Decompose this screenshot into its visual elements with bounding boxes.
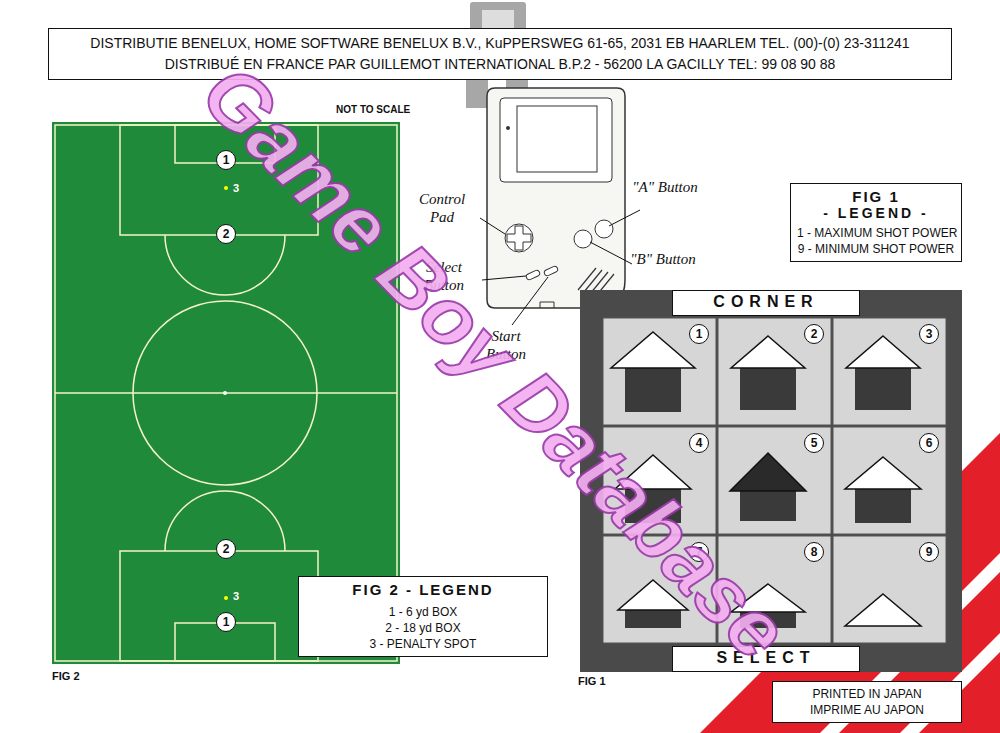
house-body xyxy=(855,489,911,523)
printed-box: PRINTED IN JAPANIMPRIME AU JAPON xyxy=(772,681,962,723)
node-text: 2 xyxy=(811,327,818,341)
node-text: - LEGEND - xyxy=(797,205,955,221)
callout-number: 2 xyxy=(216,224,236,244)
node-text: 2 - 18 yd BOX xyxy=(305,620,541,636)
figure-note: NOT TO SCALE xyxy=(336,104,410,115)
house-roof xyxy=(845,594,921,626)
control-pad-ring xyxy=(505,224,533,252)
distributor-box: DISTRIBUTIE BENELUX, HOME SOFTWARE BENEL… xyxy=(48,28,952,80)
node-text: 1 - MAXIMUM SHOT POWER xyxy=(797,225,955,241)
house-body xyxy=(740,491,796,521)
callout-number: 1 xyxy=(689,324,709,344)
callout-number: 9 xyxy=(919,542,939,562)
centre-spot xyxy=(223,391,227,395)
screen-bezel xyxy=(500,98,612,182)
game-boy-body xyxy=(487,88,625,308)
b-button xyxy=(574,230,592,248)
house-roof xyxy=(731,336,805,368)
node-text: PRINTED IN JAPAN xyxy=(779,686,955,702)
node-text: 1 xyxy=(696,327,703,341)
mascot-face xyxy=(482,10,514,28)
callout-number: 2 xyxy=(804,324,824,344)
node-text: IMPRIME AU JAPON xyxy=(779,702,955,718)
node-text: DISTRIBUÉ EN FRANCE PAR GUILLEMOT INTERN… xyxy=(55,54,945,75)
callout-number: 2 xyxy=(216,539,236,559)
figure-label: FIG 1 xyxy=(578,675,606,687)
node-text: 1 xyxy=(223,615,230,629)
callout-number: 1 xyxy=(216,612,236,632)
callout-number: 5 xyxy=(804,433,824,453)
grid-cell xyxy=(833,427,946,534)
penalty-spot xyxy=(224,596,228,600)
grid-cell xyxy=(833,318,946,425)
node-text: 3 - PENALTY SPOT xyxy=(305,636,541,652)
node-text: 5 xyxy=(811,436,818,450)
node-text: DISTRIBUTIE BENELUX, HOME SOFTWARE BENEL… xyxy=(55,33,945,54)
node-text: 2 xyxy=(223,542,230,556)
node-text: 9 xyxy=(926,545,933,559)
house-roof xyxy=(845,457,921,489)
select-button xyxy=(525,269,540,280)
house-body xyxy=(625,368,681,412)
legend-box: FIG 2 - LEGEND 1 - 6 yd BOX2 - 18 yd BOX3… xyxy=(298,576,548,657)
node-text: CORNER xyxy=(713,293,818,310)
house-roof xyxy=(611,332,695,368)
node-text: 3 xyxy=(926,327,933,341)
connector-port xyxy=(540,302,554,308)
penalty-spot xyxy=(224,186,228,190)
corner-bar: CORNER xyxy=(672,290,860,316)
a-button xyxy=(595,220,613,238)
node-text: FIG 1 xyxy=(797,188,955,205)
start-button xyxy=(543,265,558,276)
node-text: 9 - MINIMUM SHOT POWER xyxy=(797,241,955,257)
house-body xyxy=(740,368,796,410)
house-roof xyxy=(730,453,806,491)
node-text: 4 xyxy=(696,436,703,450)
control-pad xyxy=(507,226,531,250)
legend-box: FIG 1- LEGEND - 1 - MAXIMUM SHOT POWER9 -… xyxy=(790,183,962,262)
callout-number: 8 xyxy=(804,542,824,562)
part-label: "B" Button xyxy=(630,250,696,268)
node-text: 2 xyxy=(223,227,230,241)
house-roof xyxy=(846,336,920,368)
grid-cell xyxy=(603,318,716,425)
house-body xyxy=(855,368,911,410)
figure-label: FIG 2 xyxy=(52,670,80,682)
node-text: FIG 2 - LEGEND xyxy=(305,581,541,598)
callout-number: 6 xyxy=(919,433,939,453)
callout-number: 3 xyxy=(233,182,239,194)
callout-number: 4 xyxy=(689,433,709,453)
node-text: 1 - 6 yd BOX xyxy=(305,604,541,620)
node-text: 8 xyxy=(811,545,818,559)
node-text: 6 xyxy=(926,436,933,450)
screen xyxy=(517,106,597,172)
grid-cell xyxy=(718,318,831,425)
part-label: "A" Button xyxy=(632,178,698,196)
callout-number: 3 xyxy=(233,590,239,602)
power-led xyxy=(506,126,510,130)
grid-cell xyxy=(833,536,946,643)
grid-cell xyxy=(718,427,831,534)
house-body xyxy=(625,610,681,628)
callout-number: 3 xyxy=(919,324,939,344)
